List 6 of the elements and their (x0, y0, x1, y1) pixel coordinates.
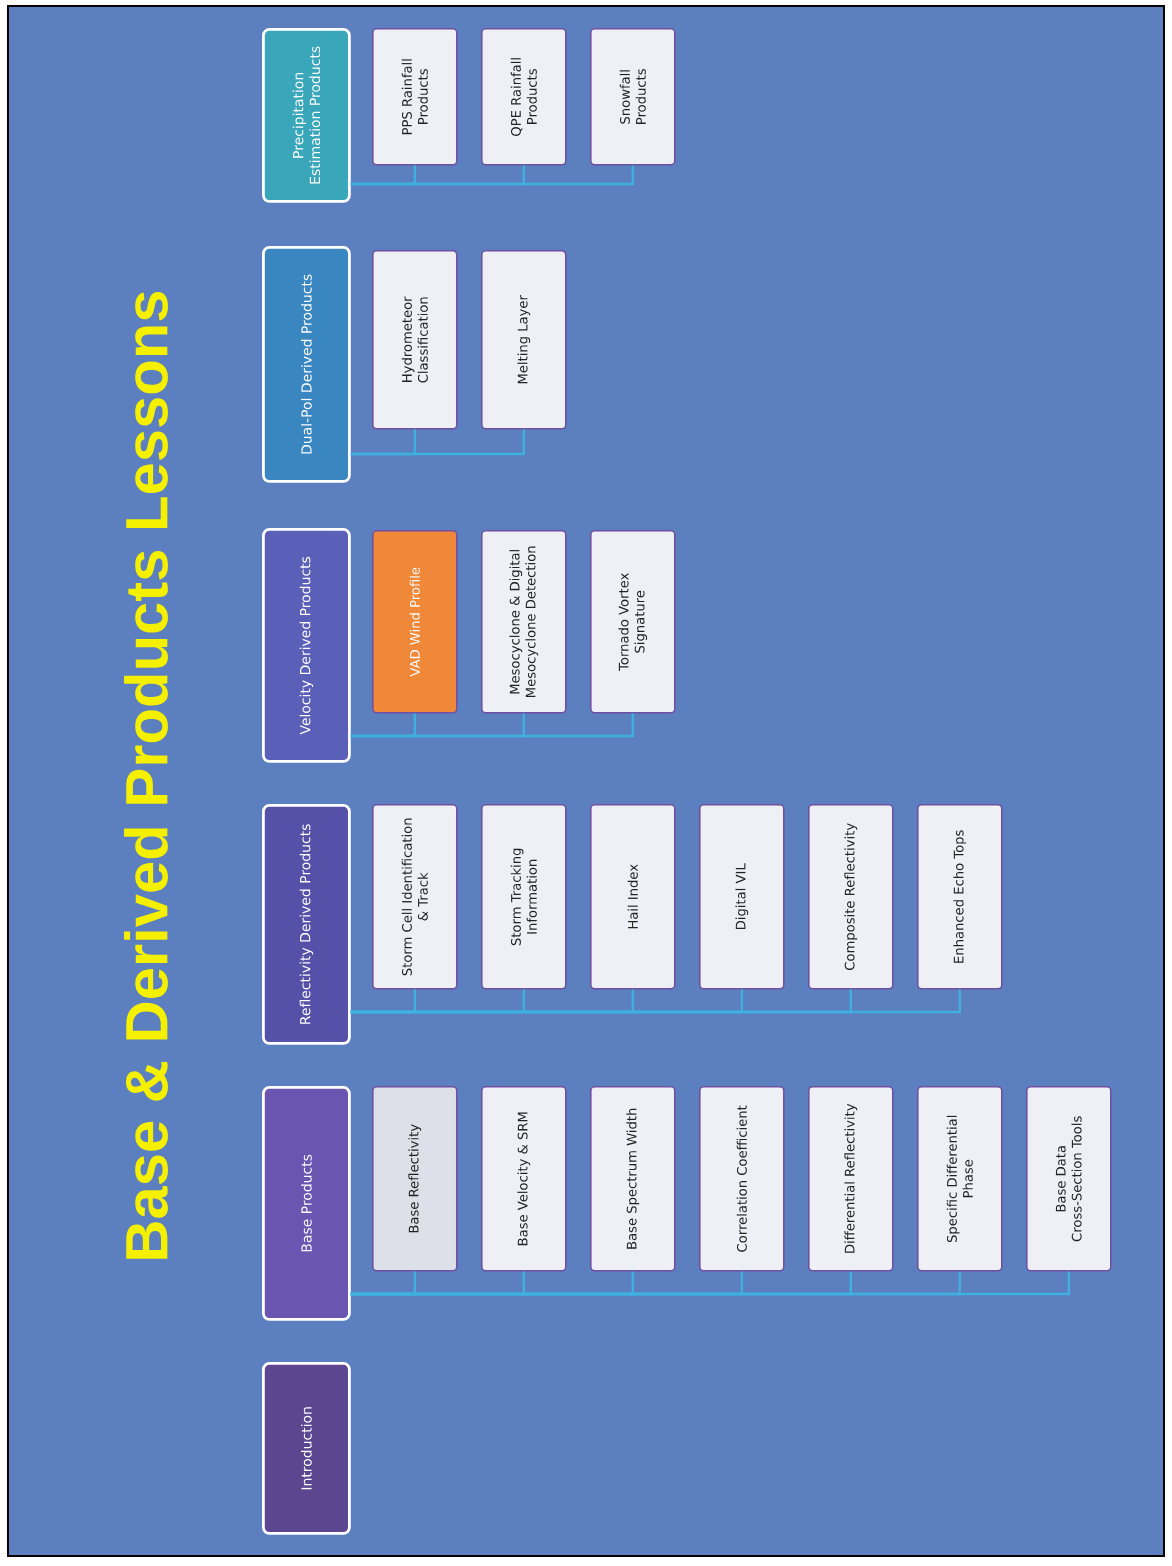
connector-line (350, 989, 961, 1014)
connector-line (350, 1271, 1070, 1296)
connector-line (350, 165, 634, 186)
title: Base & Derived Products Lessons (124, 291, 168, 1259)
connector-line (350, 429, 525, 456)
connector-line (350, 713, 634, 738)
